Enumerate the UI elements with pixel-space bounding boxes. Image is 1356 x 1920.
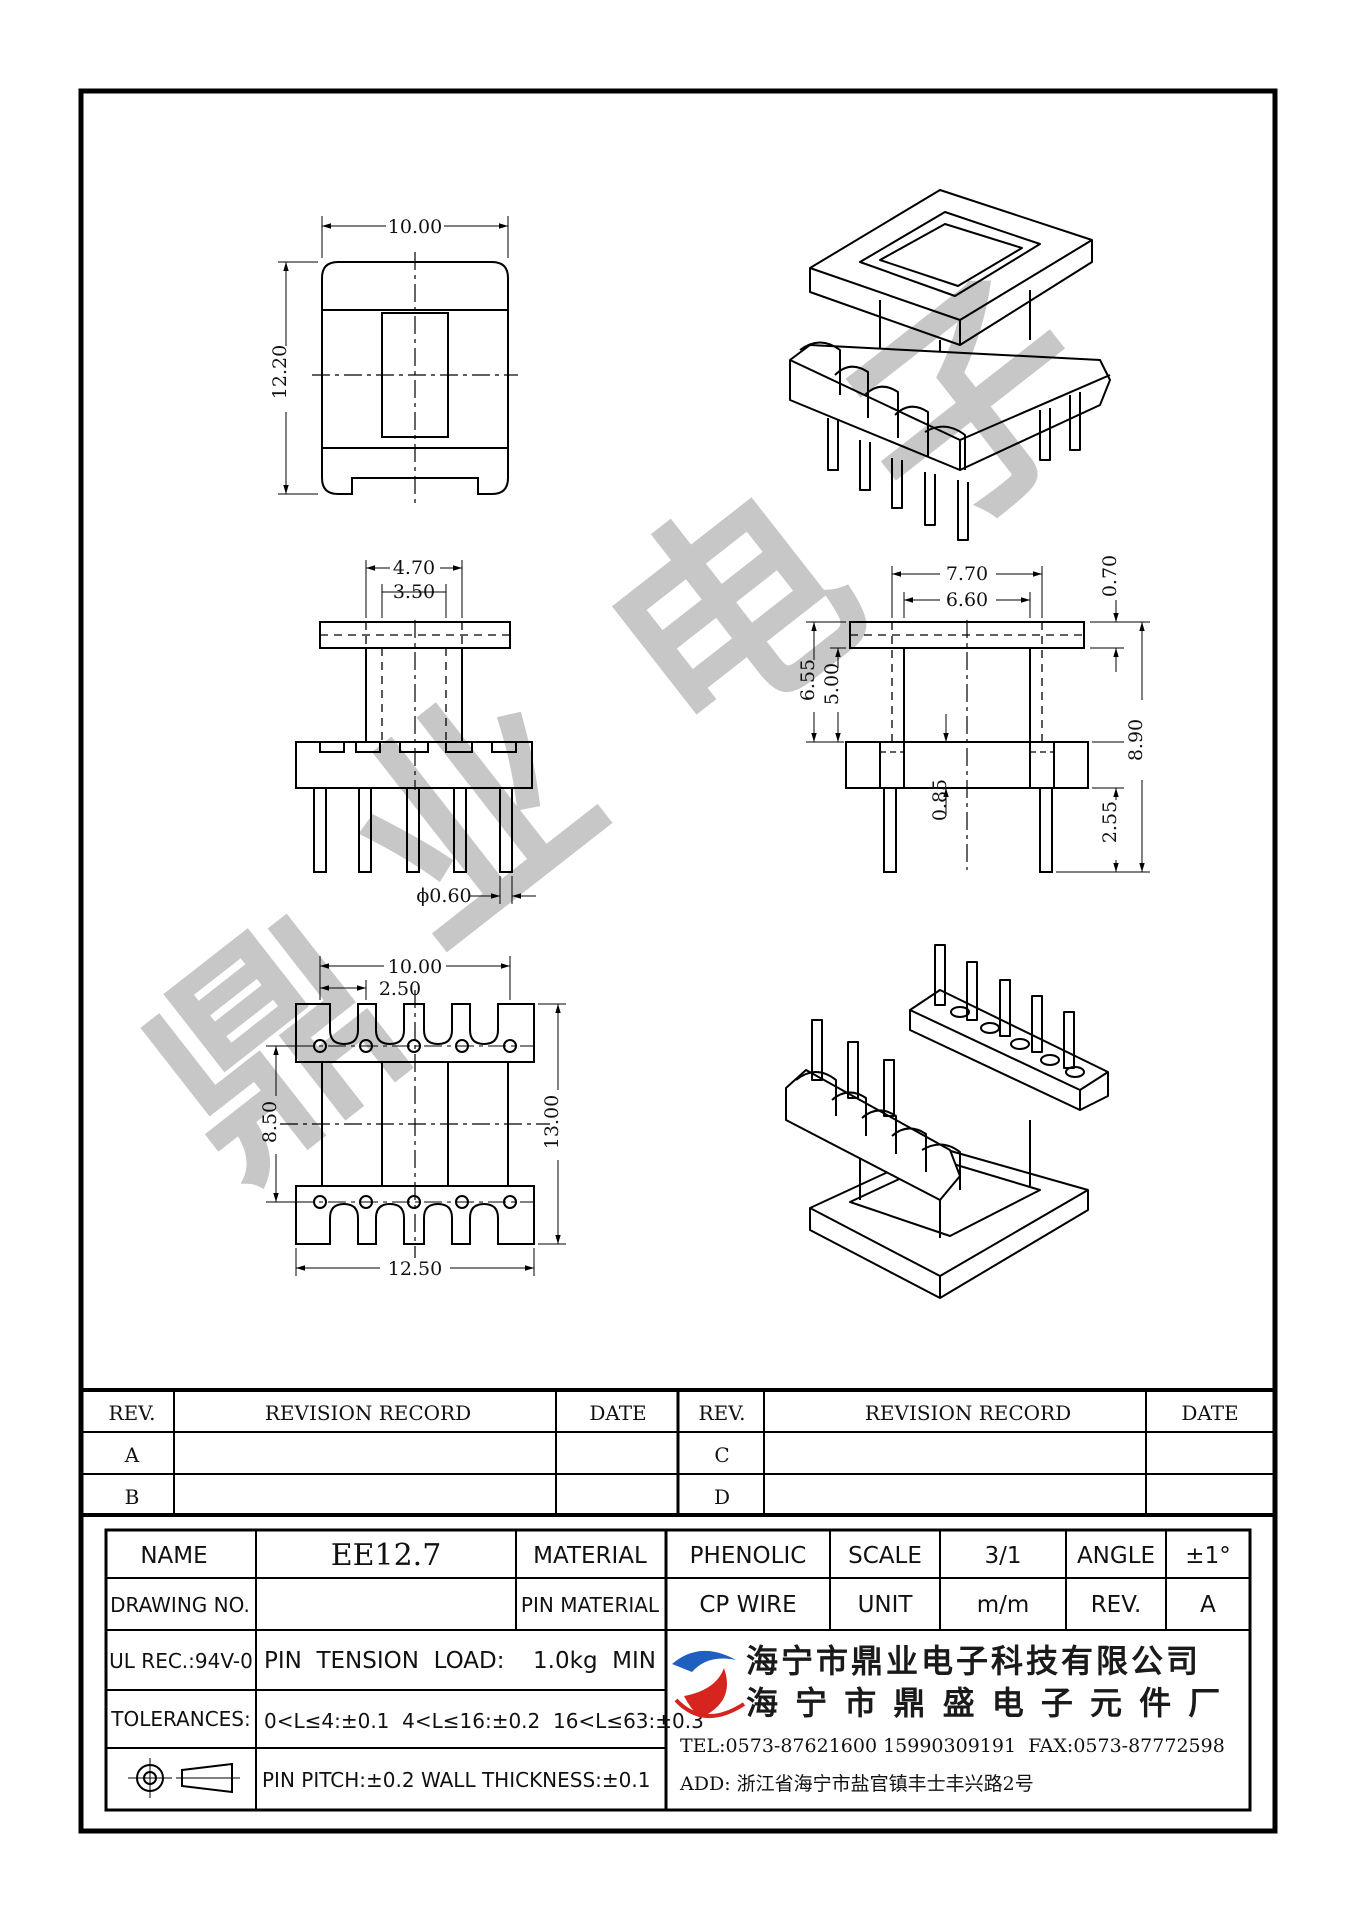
rev-row-d: D [714, 1485, 730, 1509]
dim-side-inner: 3.50 [393, 581, 435, 603]
tolerances-value: 0<L≤4:±0.1 4<L≤16:±0.2 16<L≤63:±0.3 [264, 1709, 704, 1733]
dim-front-inner: 6.60 [946, 589, 988, 611]
watermark: 鼎 业 电 子 [102, 232, 1148, 1224]
isometric-view-bottom [785, 944, 1109, 1299]
company-name-secondary: 海 宁 市 鼎 盛 电 子 元 件 厂 [746, 1684, 1223, 1722]
pin-material-value: CP WIRE [699, 1592, 796, 1618]
rev-row-a: A [124, 1443, 140, 1467]
material-label: MATERIAL [533, 1543, 647, 1569]
isometric-view-top [789, 189, 1111, 541]
dim-front-h1: 6.55 [797, 659, 819, 701]
drawing-no-label: DRAWING NO. [110, 1593, 250, 1617]
rev-row-c: C [714, 1443, 729, 1467]
watermark-char-2: 业 [302, 642, 648, 994]
side-view [295, 560, 536, 904]
dim-bottom-height: 8.50 [259, 1101, 281, 1143]
pitch-wall-tolerance: PIN PITCH:±0.2 WALL THICKNESS:±0.1 [262, 1768, 650, 1792]
scale-value: 3/1 [984, 1543, 1021, 1569]
dim-side-outer: 4.70 [393, 557, 435, 579]
date-header-right: DATE [1181, 1401, 1238, 1425]
pin-tension-label: PIN TENSION LOAD: [264, 1648, 504, 1674]
title-block [104, 1528, 1252, 1812]
pin-tension-value: 1.0kg MIN [533, 1648, 656, 1674]
dim-front-outer: 7.70 [946, 563, 988, 585]
front-view [806, 566, 1150, 873]
date-header-left: DATE [589, 1401, 646, 1425]
sheet-border [78, 88, 1278, 1834]
pin-material-label: PIN MATERIAL [521, 1593, 660, 1617]
company-contact: TEL:0573-87621600 15990309191 FAX:0573-8… [680, 1735, 1225, 1757]
record-header-left: REVISION RECORD [265, 1401, 471, 1425]
revision-table [81, 1388, 1275, 1517]
tolerances-label: TOLERANCES: [110, 1707, 251, 1731]
company-name-primary: 海宁市鼎业电子科技有限公司 [746, 1642, 1201, 1680]
dim-bottom-width: 10.00 [388, 956, 442, 978]
ul-rec-label: UL REC.:94V-0 [109, 1649, 253, 1673]
name-label: NAME [140, 1543, 207, 1569]
scale-label: SCALE [848, 1543, 922, 1569]
company-address: ADD: 浙江省海宁市盐官镇丰士丰兴路2号 [679, 1773, 1034, 1795]
bottom-view [266, 956, 566, 1276]
projection-symbol-icon [128, 1758, 240, 1798]
angle-value: ±1° [1185, 1543, 1230, 1569]
company-logo-icon [672, 1650, 746, 1718]
rev-label: REV. [1091, 1592, 1142, 1618]
dim-bottom-base-width: 12.50 [388, 1258, 442, 1280]
dim-pin-diameter: ϕ0.60 [416, 885, 471, 907]
dim-top-height: 12.20 [269, 345, 291, 399]
name-value: EE12.7 [331, 1538, 442, 1573]
dim-front-total: 8.90 [1125, 719, 1147, 761]
dim-bottom-total: 13.00 [541, 1095, 563, 1149]
dim-front-base: 0.85 [929, 779, 951, 821]
rev-header-left: REV. [109, 1401, 156, 1425]
unit-value: m/m [977, 1592, 1030, 1618]
dim-bottom-pitch: 2.50 [379, 978, 421, 1000]
record-header-right: REVISION RECORD [865, 1401, 1071, 1425]
dim-top-width: 10.00 [388, 216, 442, 238]
rev-value: A [1200, 1592, 1216, 1618]
dim-front-flange: 0.70 [1099, 555, 1121, 597]
top-view [278, 216, 518, 504]
watermark-char-1: 鼎 [102, 872, 448, 1224]
dim-front-h2: 5.00 [821, 663, 843, 705]
angle-label: ANGLE [1077, 1543, 1155, 1569]
material-value: PHENOLIC [690, 1543, 807, 1569]
rev-header-right: REV. [699, 1401, 746, 1425]
unit-label: UNIT [858, 1592, 914, 1618]
rev-row-b: B [125, 1485, 140, 1509]
dim-front-pin-length: 2.55 [1099, 801, 1121, 843]
